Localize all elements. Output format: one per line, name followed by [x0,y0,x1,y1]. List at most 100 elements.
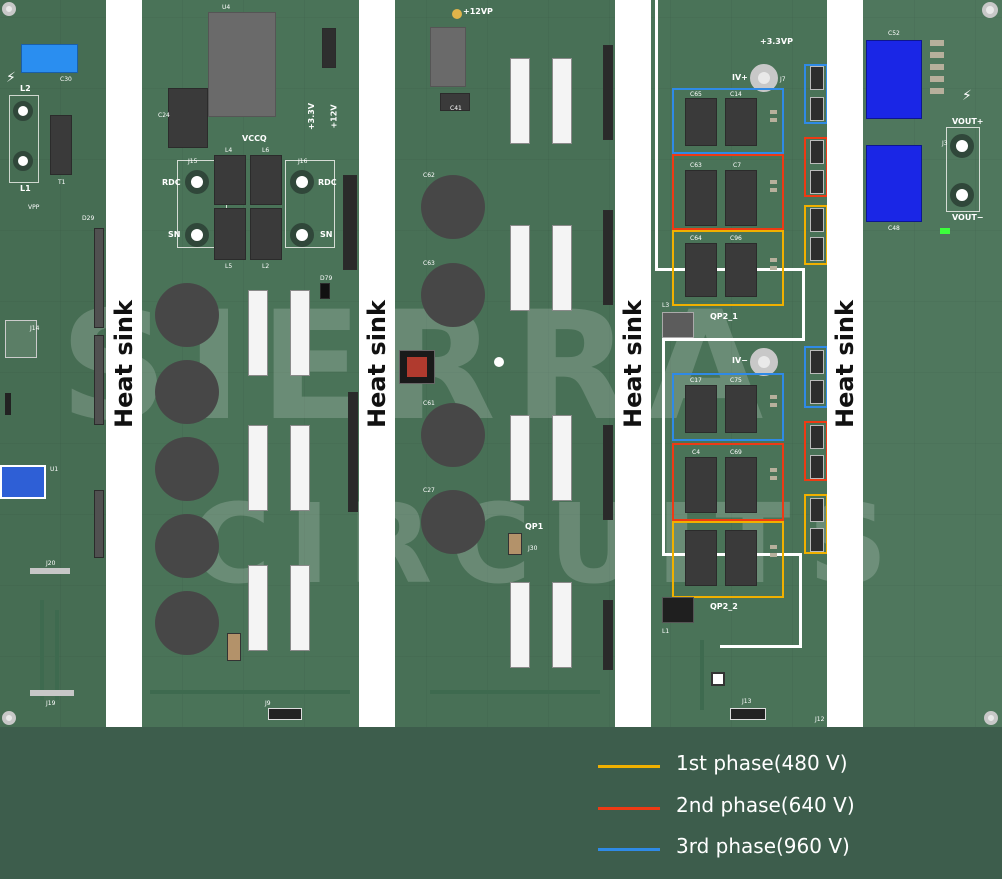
terminal-hole [290,223,314,247]
switch [711,672,725,686]
mosfet-c63 [685,170,717,226]
label-vout-plus: VOUT+ [952,117,984,126]
label-12v: +12V [329,104,339,129]
pcb-board: SIERRA CIRCUITS C30 ⚡ L2 L1 T1 VPP D29 J… [0,0,1002,727]
ic-column [343,175,357,270]
trace [55,610,59,700]
diode-d16 [810,498,824,522]
ic-column [94,228,104,328]
mosfet-c7 [725,170,757,226]
resistor [510,582,530,668]
label-12vp: +12VP [463,7,493,16]
capacitor-c45 [155,437,219,501]
smd [770,188,777,192]
label-c24: C24 [158,112,170,119]
diode-d21 [810,97,824,121]
mosfet-c4 [685,457,717,513]
label-c75: C75 [730,377,742,384]
label-c4: C4 [692,449,701,456]
label-3v3p: +3.3VP [760,37,793,46]
trace-white [655,0,658,270]
label-c69: C69 [730,449,742,456]
label-c65: C65 [690,91,702,98]
resistor [248,290,268,376]
label-c64: C64 [690,235,702,242]
capacitor-c61 [421,403,485,467]
legend-label-phase3: 3rd phase(960 V) [676,834,850,858]
transformer-t1 [50,115,72,175]
label-qp1: QP1 [525,522,544,531]
label-j30: J30 [528,545,538,552]
ic-column [603,45,613,140]
diode-d79 [320,283,330,299]
label-sn-1: SN [168,230,181,239]
smd [930,76,944,82]
capacitor-c27 [421,490,485,554]
smd [770,258,777,262]
trace-white [799,553,802,648]
terminal-hole [13,101,33,121]
legend-label-phase1: 1st phase(480 V) [676,751,848,775]
ic-column [94,335,104,425]
phase1-diode-box-upper [804,205,828,265]
label-l1: L1 [20,184,31,193]
smd [770,395,777,399]
diode-d20 [810,425,824,449]
diode-d15 [810,208,824,232]
phase2-box-lower [672,443,784,521]
smd [770,110,777,114]
terminal-hole [950,134,974,158]
resistor [290,565,310,651]
inductor-l4 [214,155,246,205]
resistor [510,225,530,311]
label-j20: J20 [46,560,56,567]
capacitor-c44 [155,360,219,424]
diode-d22 [810,380,824,404]
connector-j9 [268,708,302,720]
label-l6: L6 [262,147,270,154]
label-vccq: VCCQ [242,134,267,143]
trace [150,690,350,694]
inductor-core [407,357,427,377]
capacitor-c24 [168,88,208,148]
resistor [552,582,572,668]
label-c52: C52 [888,30,900,37]
diode-d23 [810,66,824,90]
resistor [552,415,572,501]
capacitor-c52 [866,40,922,119]
mosfet [685,530,717,586]
label-l4: L4 [225,147,233,154]
terminal-hole [950,183,974,207]
smd [930,40,944,46]
label-d79: D79 [320,275,333,282]
label-c30: C30 [60,76,72,83]
mounting-hole [2,2,16,16]
heat-sink-4-label: Heat sink [831,299,859,428]
label-c62: C62 [423,172,435,179]
fuse-qp1 [508,533,522,555]
resistor [510,58,530,144]
connector-j19 [30,690,74,696]
legend-item-phase2: 2nd phase(640 V) [598,793,938,819]
legend-swatch-phase2 [598,807,660,810]
label-l5: L5 [225,263,233,270]
smd [770,403,777,407]
smd [930,52,944,58]
inductor-l1 [662,597,694,623]
capacitor-c47 [155,283,219,347]
phase3-box-lower [672,373,784,441]
label-j12: J12 [815,716,825,723]
mosfet-c75 [725,385,757,433]
label-j16: J16 [298,158,308,165]
heat-sink-3-label: Heat sink [619,299,647,428]
label-qp2-1: QP2_1 [710,312,738,321]
header-j1 [5,393,11,415]
ic-u4 [208,12,276,117]
heat-sink-3: Heat sink [615,0,651,727]
trace-white [802,268,805,338]
led-indicator [940,228,950,234]
diode-d14 [810,528,824,552]
smd [770,180,777,184]
label-d29: D29 [82,215,95,222]
smd [770,476,777,480]
